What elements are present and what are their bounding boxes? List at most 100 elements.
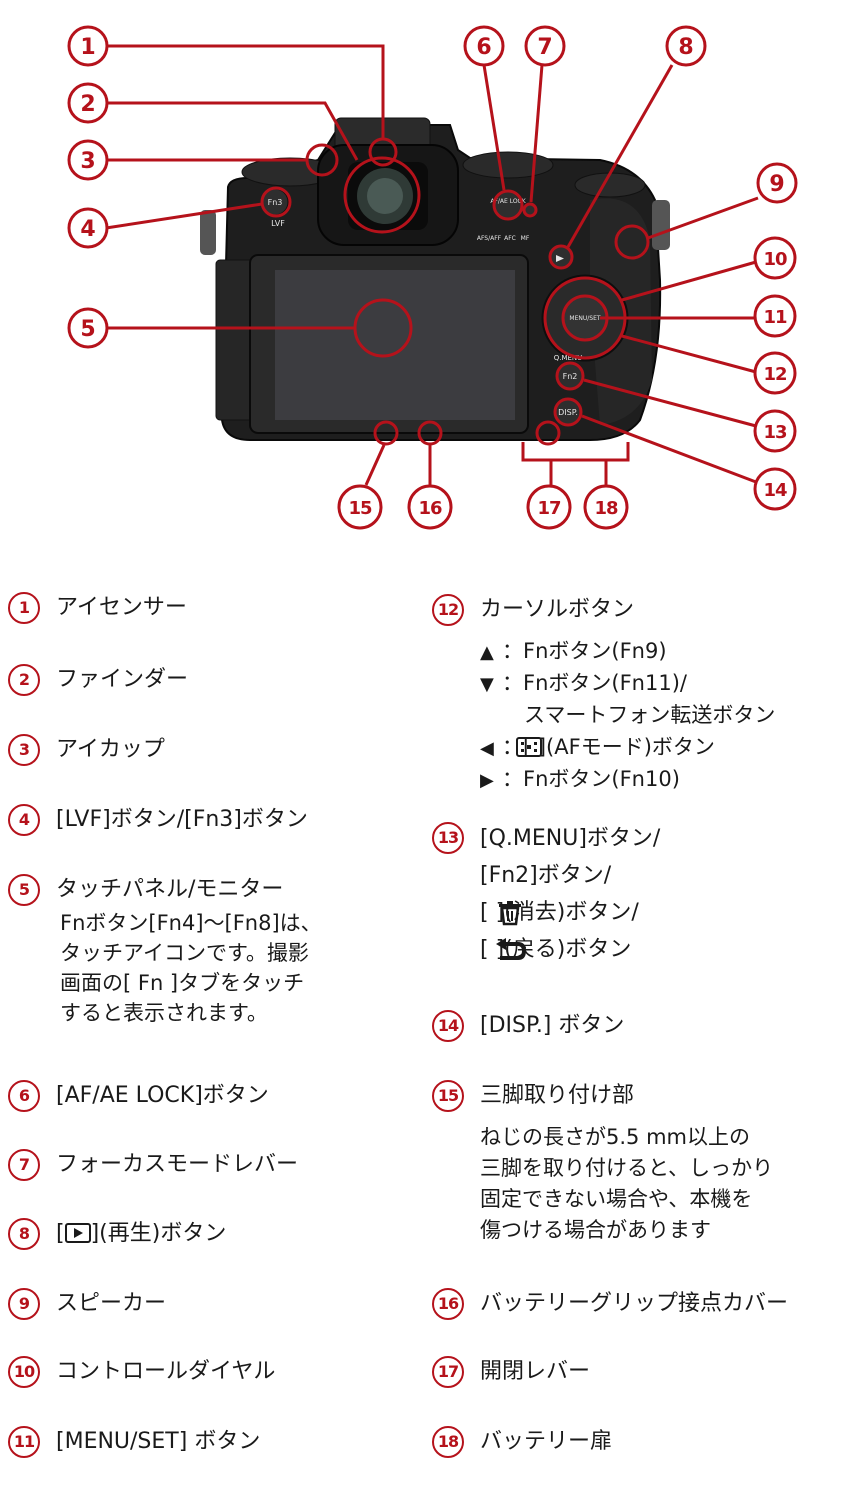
svg-text:13: 13 (763, 422, 787, 443)
callout-lines (105, 44, 759, 486)
menu-set-label: MENU/SET (569, 315, 600, 322)
camera-body (200, 117, 670, 441)
svg-text:6: 6 (476, 35, 491, 60)
item-desc-line: 傷つける場合があります (480, 1218, 711, 1242)
item-number: 5 (8, 874, 40, 906)
item-line: [Q.MENU]ボタン/ (480, 826, 661, 851)
item-desc-line: タッチアイコンです。撮影 (60, 941, 309, 965)
mf-label: MF (521, 235, 530, 242)
item-number: 1 (8, 592, 40, 624)
af-mode-icon (516, 737, 542, 757)
svg-text:4: 4 (80, 217, 95, 242)
item-number: 10 (8, 1356, 40, 1388)
callout-14: 14 (753, 467, 797, 511)
callout-4: 4 (67, 207, 109, 249)
cursor-right-line: ▶：Fnボタン(Fn10) (480, 767, 680, 791)
item-number: 9 (8, 1288, 40, 1320)
callout-2: 2 (67, 82, 109, 124)
item-title: [](再生)ボタン (56, 1221, 227, 1246)
item-number: 13 (432, 822, 464, 854)
svg-text:11: 11 (763, 307, 787, 328)
item-title: [MENU/SET] ボタン (56, 1429, 261, 1454)
svg-text:17: 17 (537, 498, 561, 519)
item-number: 7 (8, 1149, 40, 1181)
fn2-label: Fn2 (563, 372, 578, 381)
svg-text:14: 14 (763, 480, 787, 501)
item-title: コントロールダイヤル (56, 1359, 276, 1384)
item-number: 2 (8, 664, 40, 696)
item-number: 12 (432, 594, 464, 626)
item-title: バッテリー扉 (480, 1429, 613, 1454)
lvf-label: LVF (271, 219, 285, 228)
svg-text:12: 12 (763, 364, 786, 385)
callout-7: 7 (524, 25, 566, 67)
svg-text:9: 9 (769, 172, 784, 197)
callout-10: 10 (753, 236, 797, 280)
item-desc-line: Fnボタン[Fn4]〜[Fn8]は、 (60, 911, 322, 935)
item-title: [DISP.] ボタン (480, 1013, 625, 1038)
play-button-icon (556, 255, 564, 262)
item-number: 8 (8, 1218, 40, 1250)
svg-text:2: 2 (80, 92, 95, 117)
svg-text:16: 16 (418, 498, 442, 519)
afs-aff-label: AFS/AFF (477, 235, 502, 242)
camera-back-diagram: Fn3 LVF AF/AE LOCK AFS/AFF AFC MF MENU/S… (67, 25, 798, 530)
item-desc-line: ねじの長さが5.5 mm以上の (480, 1125, 750, 1149)
callout-9: 9 (756, 162, 798, 204)
item-desc-line: 画面の[ Fn ]タブをタッチ (60, 971, 305, 995)
svg-text:1: 1 (80, 35, 95, 60)
cursor-down-line-2: スマートフォン転送ボタン (524, 703, 776, 727)
item-title: 三脚取り付け部 (480, 1083, 635, 1108)
svg-text:15: 15 (348, 498, 372, 519)
callout-3: 3 (67, 139, 109, 181)
cursor-down-line: ▼：Fnボタン(Fn11)/ (480, 671, 687, 695)
item-number: 4 (8, 804, 40, 836)
item-title: ファインダー (56, 667, 189, 692)
af-ae-lock-label: AF/AE LOCK (490, 198, 526, 205)
item-desc-line: すると表示されます。 (60, 1001, 268, 1025)
item-desc-line: 固定できない場合や、本機を (480, 1187, 753, 1211)
back-icon (496, 938, 526, 960)
cursor-up-line: ▲：Fnボタン(Fn9) (480, 639, 667, 663)
item-number: 11 (8, 1426, 40, 1458)
callout-1: 1 (67, 25, 109, 67)
callout-12: 12 (753, 351, 797, 395)
svg-text:8: 8 (678, 35, 693, 60)
item-number: 14 (432, 1010, 464, 1042)
fn3-label: Fn3 (268, 198, 283, 207)
item-number: 16 (432, 1288, 464, 1320)
item-title: アイカップ (56, 737, 165, 762)
item-title: タッチパネル/モニター (56, 877, 284, 902)
callout-17: 17 (526, 484, 572, 530)
item-title: スピーカー (56, 1291, 167, 1316)
callout-15: 15 (337, 484, 383, 530)
item-desc-line: 三脚を取り付けると、しっかり (480, 1156, 774, 1180)
item-number: 6 (8, 1080, 40, 1112)
callout-13: 13 (753, 409, 797, 453)
item-title: [LVF]ボタン/[Fn3]ボタン (56, 807, 308, 832)
item-line: [Fn2]ボタン/ (480, 863, 612, 888)
item-title: アイセンサー (56, 595, 187, 620)
item-title: バッテリーグリップ接点カバー (480, 1291, 789, 1316)
callout-18: 18 (583, 484, 629, 530)
disp-label: DISP. (558, 408, 578, 417)
svg-text:5: 5 (80, 317, 95, 342)
svg-text:10: 10 (763, 249, 787, 270)
afc-label: AFC (504, 235, 516, 242)
item-title: 開閉レバー (480, 1359, 591, 1384)
svg-text:7: 7 (537, 35, 552, 60)
callout-16: 16 (407, 484, 453, 530)
svg-text:18: 18 (594, 498, 618, 519)
item-number: 15 (432, 1080, 464, 1112)
item-title: フォーカスモードレバー (56, 1152, 299, 1177)
item-title: カーソルボタン (480, 597, 635, 622)
svg-text:3: 3 (80, 149, 95, 174)
callout-11: 11 (753, 294, 797, 338)
callout-6: 6 (463, 25, 505, 67)
trash-icon (499, 901, 521, 926)
item-number: 17 (432, 1356, 464, 1388)
play-icon (64, 1223, 91, 1243)
callout-8: 8 (665, 25, 707, 67)
item-number: 3 (8, 734, 40, 766)
callout-5: 5 (67, 307, 109, 349)
